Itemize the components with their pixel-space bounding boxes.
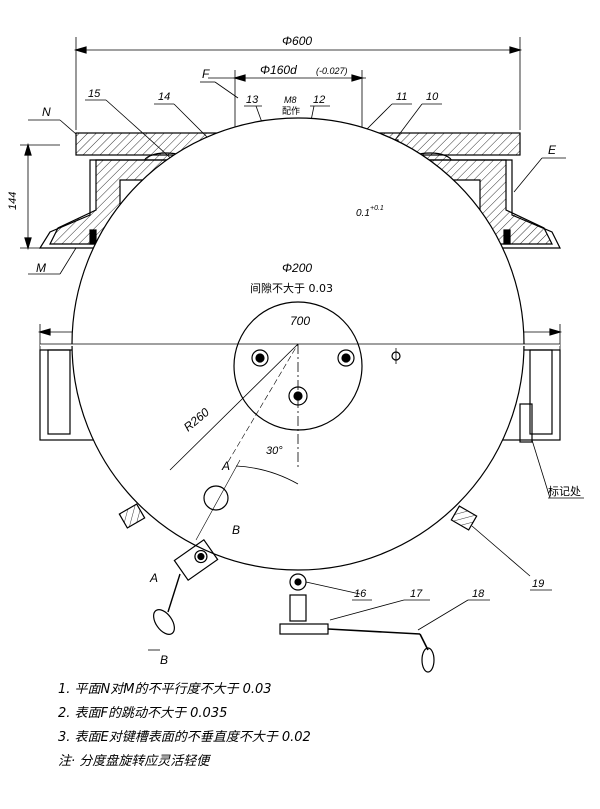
- clearance-note: 间隙不大于 0.03: [250, 281, 333, 295]
- arrow-icon: [24, 142, 32, 156]
- arrow-icon: [549, 328, 563, 336]
- leader-E: [513, 157, 543, 193]
- dim-600-text: Φ600: [282, 34, 312, 48]
- leader-16: [305, 581, 361, 595]
- handle-stem: [167, 573, 181, 613]
- leader-19: [471, 525, 531, 577]
- handle-grip-icon: [153, 609, 175, 635]
- bolt-hole-icon: [251, 349, 269, 367]
- leader-F: [214, 81, 239, 99]
- dim-01-text: 0.1: [356, 208, 370, 219]
- section-a-label-top: A: [221, 459, 230, 473]
- angle-30-ref: [227, 343, 299, 463]
- label-E: E: [548, 143, 557, 157]
- leader-15: [105, 99, 176, 163]
- leader-N: [59, 119, 77, 135]
- dim-01-sup: +0.1: [370, 205, 384, 212]
- bolt-hole-icon: [337, 349, 355, 367]
- leader-mark: [531, 439, 551, 499]
- section-a-label-bottom: A: [149, 571, 158, 585]
- arrow-icon: [351, 74, 365, 82]
- lever-arm: [327, 628, 421, 635]
- label-M: M: [36, 261, 46, 275]
- dim-r260-line: [169, 343, 299, 471]
- dim-160-tol: (-0.027): [316, 66, 348, 76]
- section-b-label-top: B: [232, 523, 240, 537]
- arrow-icon: [37, 328, 51, 336]
- slot-left: [47, 349, 71, 435]
- part-13-label: 13: [246, 94, 259, 106]
- technical-notes: 1. 平面N对M的不平行度不大于 0.03 2. 表面F的跳动不大于 0.035…: [58, 678, 578, 774]
- part-12-label: 12: [313, 94, 325, 106]
- section-line-a: [195, 459, 241, 541]
- part-17-label: 17: [410, 588, 423, 600]
- mark-label: 标记处: [548, 484, 581, 498]
- plan-view: [37, 117, 584, 673]
- arrow-icon: [73, 46, 87, 54]
- note-remark: 注· 分度盘旋转应灵活轻便: [58, 754, 210, 769]
- m8-label: M8: [284, 95, 297, 105]
- peizuo-label: 配作: [282, 105, 300, 117]
- part-10-label: 10: [426, 91, 439, 103]
- angle-30-text: 30°: [266, 445, 283, 457]
- dim-200-text: Φ200: [282, 261, 312, 275]
- label-N: N: [42, 105, 51, 119]
- dim-144-text: 144: [7, 192, 19, 210]
- leader-M: [59, 247, 77, 275]
- slot-right: [529, 349, 553, 435]
- knob-right-icon: [450, 505, 478, 531]
- bolt-hole-icon: [341, 353, 351, 363]
- arrow-icon: [24, 237, 32, 251]
- lock-handle-icon: [173, 539, 219, 581]
- bolt-left-icon: [89, 229, 97, 245]
- part-16-bolt-icon: [294, 578, 302, 586]
- mask: [40, 344, 560, 346]
- part-14-label: 14: [158, 91, 170, 103]
- bolt-right-icon: [503, 229, 511, 245]
- note-2: 2. 表面F的跳动不大于 0.035: [58, 706, 228, 721]
- lever-grip-icon: [421, 647, 435, 673]
- arrow-icon: [232, 74, 246, 82]
- part-15-label: 15: [88, 88, 101, 100]
- index-hole: [203, 485, 229, 511]
- lever-hub: [279, 623, 329, 635]
- leader-18: [417, 599, 469, 631]
- dim-700-text: 700: [290, 314, 310, 328]
- part-18-label: 18: [472, 588, 485, 600]
- section-b-label-bottom: B: [160, 653, 168, 667]
- bolt-hole-icon: [255, 353, 265, 363]
- angle-30-arc: [235, 465, 299, 485]
- part-16-label: 16: [354, 588, 367, 600]
- part-11-label: 11: [396, 91, 407, 103]
- knob-left-icon: [118, 503, 146, 529]
- part-19-label: 19: [532, 578, 544, 590]
- mark-slot: [519, 403, 533, 443]
- note-3: 3. 表面E对键槽表面的不垂直度不大于 0.02: [58, 730, 311, 745]
- lever-shaft: [289, 594, 307, 622]
- note-1: 1. 平面N对M的不平行度不大于 0.03: [58, 682, 272, 697]
- label-F: F: [202, 67, 210, 81]
- leader-17: [329, 599, 405, 621]
- leader-10: [394, 103, 423, 141]
- lever-arm-bend: [419, 633, 429, 651]
- arrow-icon: [509, 46, 523, 54]
- dim-160-text: Φ160d: [260, 63, 297, 77]
